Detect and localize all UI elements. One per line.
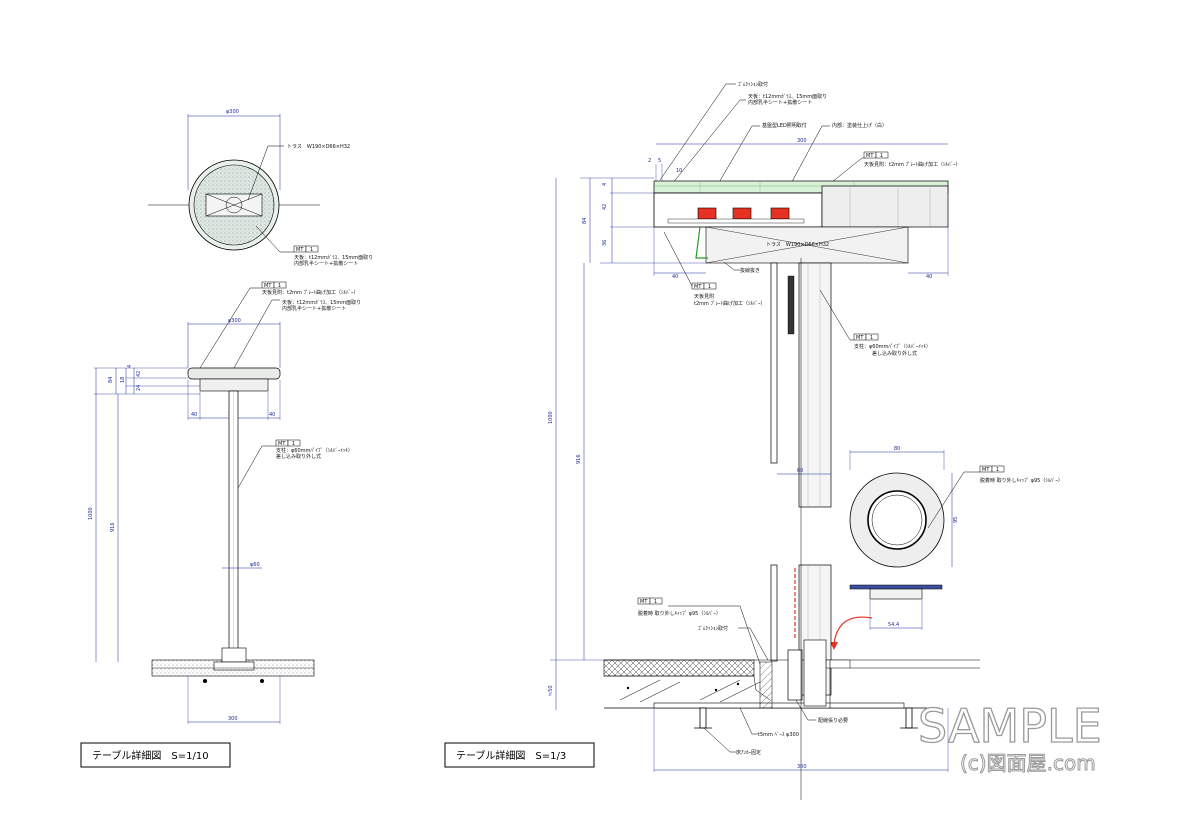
right-cap-tag-no: 1 <box>996 467 999 473</box>
left-elev-top-note-1: 天板：t12mmｶﾞﾗｽ、15mm面取り <box>282 299 361 306</box>
right-led-note: 基盤型LED照明取付 <box>762 122 807 129</box>
right-dim-42: 42 <box>602 204 608 210</box>
right-view-title: テーブル詳細図 S=1/3 <box>456 749 566 762</box>
right-dim-5: 5 <box>658 158 661 164</box>
left-elev-col-note-2: 差し込み取り外し式 <box>276 453 321 460</box>
left-plan-truss-note: トラス W190×D66×H32 <box>287 144 350 150</box>
left-elev-tag-no-a: 1 <box>278 283 281 289</box>
right-col-note-2: 差し込み取り外し式 <box>872 350 917 357</box>
right-edge2-note-2: t2mm ﾌﾟﾚｰﾄ曲げ加工（ｼﾙﾊﾞｰ） <box>694 300 765 307</box>
right-section-view: ｺﾞﾑｸｯｼｮﾝ取付 天板：t12mmｶﾞﾗｽ、15mm面取り 内部乳半シート+… <box>548 81 1063 800</box>
left-plan-tag-mat: MT <box>296 247 304 253</box>
watermark-sub: (c)図面屋.com <box>960 751 1096 775</box>
left-title-block: テーブル詳細図 S=1/10 <box>80 742 231 768</box>
right-edge2-tag-no: 1 <box>708 284 711 290</box>
left-elev-dim-300: φ300 <box>228 318 241 324</box>
left-plan-dim-300: φ300 <box>226 109 239 115</box>
right-edge-tag-no: 1 <box>880 153 883 159</box>
left-elevation-view: MT 1 天板見附：t2mm ﾌﾟﾚｰﾄ曲げ加工（ｼﾙﾊﾞｰ） 天板：t12mm… <box>88 281 361 724</box>
right-top-note-2: 内部乳半シート+拡散シート <box>748 99 812 106</box>
right-cap2-note: 脱着時 取り外しｷｬｯﾌﾟ φ95（ｼﾙﾊﾞｰ） <box>638 610 721 617</box>
right-col-note-1: 支柱：φ60mmﾊﾟｲﾌﾟ（ｼﾙﾊﾞｰﾒｯｷ） <box>854 343 931 350</box>
right-dim-300-top: 300 <box>797 138 807 144</box>
right-cap2-tag-no: 1 <box>654 599 657 605</box>
right-dim-50: ≒50 <box>548 685 554 696</box>
right-top-note-1: 天板：t12mmｶﾞﾗｽ、15mm面取り <box>748 93 827 100</box>
right-dim-916: 916 <box>576 454 582 464</box>
left-elev-dim-40b: 40 <box>269 412 275 418</box>
right-dim-40b: 40 <box>926 274 932 280</box>
right-dim-4: 4 <box>602 183 608 186</box>
right-dim-84: 84 <box>582 218 588 224</box>
right-cap2-tag-mat: MT <box>640 599 648 605</box>
right-dim-2: 2 <box>648 158 651 164</box>
right-cap-dim-w: 80 <box>894 446 900 452</box>
right-title-block: テーブル詳細図 S=1/3 <box>444 742 595 768</box>
right-wire-hole: 抜線抜き <box>740 267 760 274</box>
left-elev-dim-40a: 40 <box>191 412 197 418</box>
left-elev-dim-phi60: φ60 <box>250 562 260 568</box>
left-elev-dim-base: 300 <box>228 716 238 722</box>
left-elev-edge-note: 天板見附：t2mm ﾌﾟﾚｰﾄ曲げ加工（ｼﾙﾊﾞｰ） <box>262 289 358 296</box>
right-cap-note: 脱着時 取り外しｷｬｯﾌﾟ φ95（ｼﾙﾊﾞｰ） <box>980 477 1063 484</box>
right-dim-36: 36 <box>602 240 608 246</box>
left-elev-dim-4: 4 <box>127 365 133 368</box>
left-elev-top-note-2: 内部乳半シート+拡散シート <box>282 305 346 312</box>
right-cap-dim-h: 95 <box>953 517 959 523</box>
right-edge2-tag-mat: MT <box>694 284 702 290</box>
right-col-tag-mat: MT <box>856 335 864 341</box>
left-elev-dim-84: 84 <box>108 377 114 383</box>
watermark-main: SAMPLE <box>918 699 1102 753</box>
right-edge-note: 天板見附：t2mm ﾌﾟﾚｰﾄ曲げ加工（ｼﾙﾊﾞｰ） <box>864 161 960 168</box>
right-dim-54: 54.4 <box>888 622 899 628</box>
left-elev-dim-1000: 1000 <box>88 507 94 520</box>
left-elev-col-note-1: 支柱：φ60mmﾊﾟｲﾌﾟ（ｼﾙﾊﾞｰﾒｯｷ） <box>276 447 353 454</box>
left-plan-top-note-1: 天板：t12mmｶﾞﾗｽ、15mm面取り <box>294 254 373 261</box>
right-dim-40a: 40 <box>672 274 678 280</box>
left-elev-dim-24: 24 <box>136 385 142 391</box>
right-gomu-note: ｺﾞﾑｸｯｼｮﾝ取付 <box>738 81 768 88</box>
watermark: SAMPLE (c)図面屋.com <box>917 698 1102 775</box>
right-base-note: t5mm ﾍﾞｰｽ φ300 <box>758 731 799 738</box>
left-elev-tag-mat-b: MT <box>278 441 286 447</box>
left-elev-tag-mat-a: MT <box>264 283 272 289</box>
right-edge-tag-mat: MT <box>866 153 874 159</box>
right-inner-note: 内部：塗装仕上げ（白） <box>832 122 887 129</box>
right-truss-label: トラス W190×D66×H32 <box>766 242 829 248</box>
right-anchor-note: 床ｱﾝｶｰ固定 <box>736 749 761 756</box>
left-elev-dim-916: 916 <box>110 522 116 532</box>
right-cap-tag-mat: MT <box>982 467 990 473</box>
left-elev-dim-42: 42 <box>136 371 142 377</box>
right-dim-1000: 1000 <box>548 411 554 424</box>
left-elev-tag-no-b: 1 <box>292 441 295 447</box>
right-dim-60: 60 <box>797 468 803 474</box>
right-col-tag-no: 1 <box>870 335 873 341</box>
right-gomu-note-2: ｺﾞﾑｸｯｼｮﾝ取付 <box>698 625 728 632</box>
right-dim-300-base: 300 <box>797 764 807 770</box>
right-wire-note: 配線張り必要 <box>818 717 848 724</box>
left-plan-top-note-2: 内部乳半シート+拡散シート <box>294 260 358 267</box>
left-plan-view: φ300 トラス W190×D66×H32 MT 1 天板：t12mmｶﾞﾗｽ、… <box>148 109 373 267</box>
left-elev-dim-18: 18 <box>120 377 126 383</box>
left-plan-tag-no: 1 <box>310 247 313 253</box>
right-edge2-note-1: 天板見附 <box>694 293 714 300</box>
right-dim-10: 10 <box>676 168 682 174</box>
left-view-title: テーブル詳細図 S=1/10 <box>92 749 209 762</box>
